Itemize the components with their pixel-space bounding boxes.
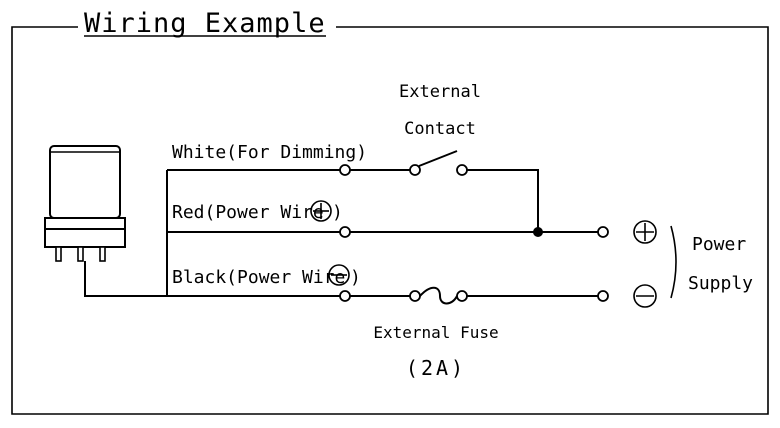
contact-terminal-left [409, 164, 421, 176]
external-fuse-icon [419, 286, 458, 305]
beacon-light-icon [44, 145, 126, 262]
power-supply-bracket [670, 225, 677, 299]
fuse-terminal-right [456, 290, 468, 302]
power-supply-label-line2: Supply [688, 273, 753, 294]
external-contact-label-line1: External [399, 82, 481, 102]
red-wire-label: Red(Power Wire [172, 202, 324, 223]
external-contact-switch [418, 150, 458, 167]
device-cable [84, 261, 167, 297]
minus-circle-icon [328, 264, 350, 286]
junction-dot [533, 227, 543, 237]
red-terminal [339, 226, 351, 238]
diagram-frame [11, 26, 769, 415]
red-wire-label-close: ) [332, 202, 343, 223]
black-wire-label-close: ) [350, 267, 361, 288]
black-wire-label: Black(Power Wire [172, 267, 345, 288]
positive-terminal [597, 226, 609, 238]
plus-circle-icon [310, 200, 332, 222]
external-contact-label-line2: Contact [404, 119, 476, 139]
power-plus-icon [633, 220, 657, 244]
white-wire-label: White(For Dimming) [172, 142, 367, 163]
contact-return-wire [467, 169, 539, 232]
external-fuse-label-line2: (2A) [406, 356, 466, 380]
diagram-title: Wiring Example [84, 8, 326, 39]
contact-terminal-right [456, 164, 468, 176]
power-supply-label-line1: Power [692, 234, 746, 255]
fuse-terminal-left [409, 290, 421, 302]
negative-terminal [597, 290, 609, 302]
external-fuse-label-line1: External Fuse [373, 323, 498, 342]
white-terminal [339, 164, 351, 176]
power-minus-icon [633, 284, 657, 308]
black-terminal [339, 290, 351, 302]
